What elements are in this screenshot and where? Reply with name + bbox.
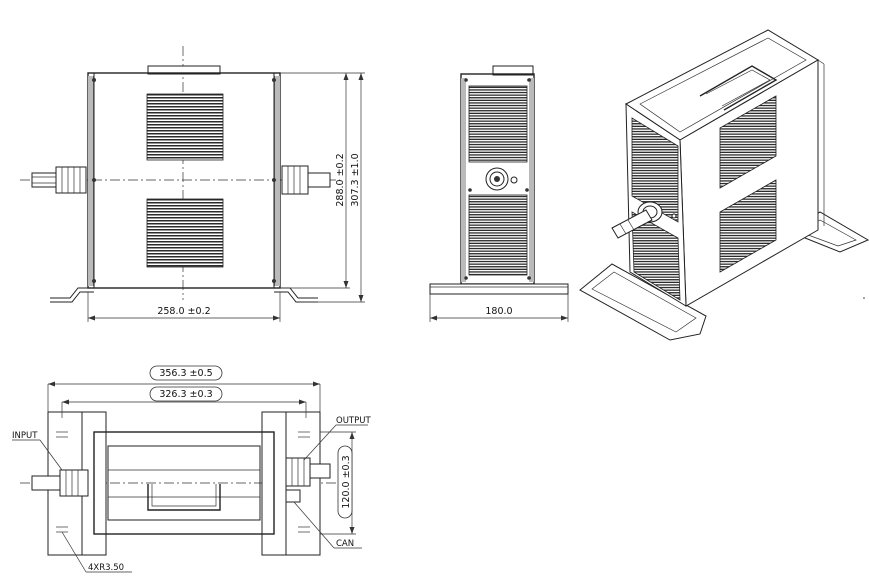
iso-grille-left-bottom — [631, 211, 681, 301]
dim-top-length-outer: 356.3 ±0.5 — [159, 368, 212, 379]
side-view: 180.0 — [429, 65, 569, 322]
isometric-view — [579, 29, 869, 341]
front-grille-top — [146, 93, 224, 161]
side-grille-top — [468, 85, 528, 163]
iso-grille-top — [719, 95, 777, 189]
front-grille-bottom — [146, 198, 224, 268]
can-connector-side — [485, 167, 518, 191]
dim-top-length-inner: 326.3 ±0.3 — [159, 389, 212, 400]
dim-front-height-outer: 307.3 ±1.0 — [350, 153, 361, 206]
output-gland-front — [281, 165, 331, 195]
side-grille-bottom — [468, 194, 528, 276]
callout-can: CAN — [336, 539, 354, 549]
dim-side-width: 180.0 — [485, 306, 512, 317]
dim-front-width: 258.0 ±0.2 — [157, 306, 210, 317]
callout-output: OUTPUT — [336, 416, 371, 426]
output-gland-top — [285, 457, 331, 503]
dim-top-width: 120.0 ±0.3 — [341, 455, 352, 508]
top-view: 356.3 ±0.5 326.3 ±0.3 120.0 ±0.3 INPUT O… — [12, 365, 371, 573]
iso-grille-left-top — [631, 117, 679, 223]
front-view: 258.0 ±0.2 288.0 ±0.2 307.3 ±1.0 — [20, 46, 365, 322]
iso-grille-bottom — [719, 179, 777, 273]
input-gland-top — [31, 469, 89, 497]
callout-input: INPUT — [12, 431, 38, 441]
iso-cable-gland — [611, 201, 677, 239]
input-gland-front — [31, 166, 87, 194]
callout-hole: 4XR3.50 — [88, 563, 124, 573]
dim-front-height-inner: 288.0 ±0.2 — [335, 153, 346, 206]
